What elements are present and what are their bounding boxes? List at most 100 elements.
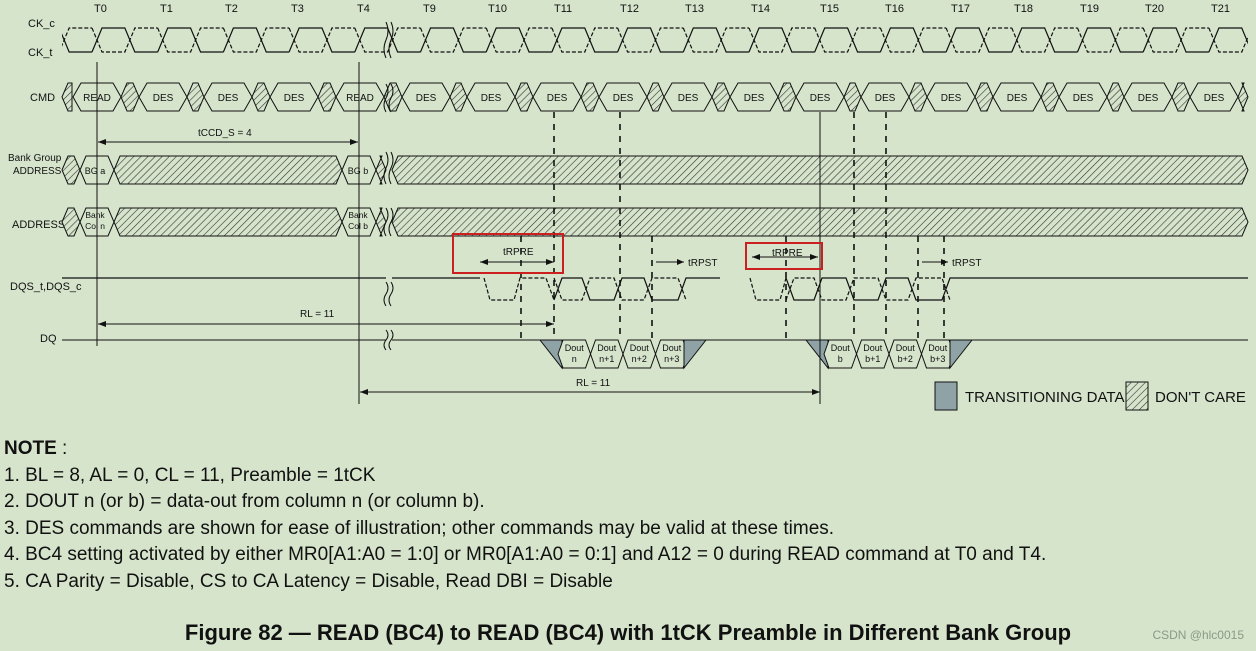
dq-second-cell-0-line-0: Dout	[831, 343, 851, 353]
break-mark-2	[383, 151, 389, 185]
tccd-label: tCCD_S = 4	[198, 128, 252, 139]
cmd-dontcare-1	[186, 82, 205, 112]
cmd-dontcare-2	[251, 82, 271, 112]
trpre-second-annotation: tRPRE	[745, 242, 823, 270]
trpre-first-annotation: tRPRE	[452, 233, 564, 274]
tick-label-t0: T0	[94, 3, 107, 15]
bg-seg-4	[375, 155, 387, 185]
break-mark-0	[383, 21, 389, 59]
break-mark-5	[383, 329, 389, 351]
tick-label-t2: T2	[225, 3, 238, 15]
legend-dontcare-swatch	[1125, 381, 1149, 411]
rl-top-annotation: RL = 11	[98, 309, 554, 327]
cmd-label-7: DES	[547, 93, 568, 104]
address-first-line-0: Bank	[85, 210, 105, 220]
cmd-dontcare-7	[580, 82, 600, 112]
dq-second-cell-3-line-1: b+3	[930, 354, 945, 364]
cmd-dontcare-12	[908, 82, 928, 112]
cmd-label: CMD	[30, 92, 55, 104]
dq-first-cell-0-line-1: n	[572, 354, 577, 364]
legend-transitioning-label: TRANSITIONING DATA	[965, 389, 1124, 406]
trpst-label: tRPST	[688, 258, 717, 269]
notes-heading: NOTE	[4, 438, 57, 459]
tick-label-t12: T12	[620, 3, 639, 15]
break-mark-1	[383, 83, 389, 113]
cmd-dontcare-17	[1237, 82, 1249, 112]
dq-first-trail	[683, 339, 708, 370]
dq-first-cell-0-line-0: Dout	[565, 343, 585, 353]
bank-group-address-label: ADDRESS	[13, 166, 62, 177]
break-mark-b-4	[388, 281, 394, 307]
note-item-5: 5. CA Parity = Disable, CS to CA Latency…	[4, 570, 613, 592]
notes-heading-suffix: :	[56, 438, 68, 459]
tick-label-t10: T10	[488, 3, 507, 15]
dq-first-cell-3-line-0: Dout	[662, 343, 682, 353]
legend-transition-swatch	[934, 381, 958, 411]
figure-caption: Figure 82 — READ (BC4) to READ (BC4) wit…	[184, 620, 1072, 645]
ck-t-label: CK_t	[28, 47, 52, 59]
break-mark-b-0	[388, 21, 394, 59]
tick-label-t4: T4	[357, 3, 370, 15]
note-item-1: 1. BL = 8, AL = 0, CL = 11, Preamble = 1…	[4, 464, 376, 486]
note-item-2: 2. DOUT n (or b) = data-out from column …	[4, 491, 485, 512]
tick-label-t1: T1	[160, 3, 173, 15]
break-mark-b-1	[388, 83, 394, 113]
tick-label-t14: T14	[751, 3, 770, 15]
dq-first-cell-2-line-1: n+2	[632, 354, 647, 364]
notes-section: NOTE : 1. BL = 8, AL = 0, CL = 11, Pream…	[4, 436, 1244, 595]
trpst-first-annotation: tRPST	[656, 258, 717, 269]
cmd-label-16: DES	[1138, 93, 1159, 104]
cmd-dontcare-10	[777, 82, 797, 112]
cmd-dontcare-0	[120, 82, 140, 112]
ck-c-waveform	[62, 27, 1248, 53]
dq-first-cell-2-line-0: Dout	[630, 343, 650, 353]
tick-label-t16: T16	[885, 3, 904, 15]
bg-seg-2	[113, 155, 343, 185]
tick-label-t11: T11	[554, 3, 572, 15]
dq-first-cell-1-line-0: Dout	[597, 343, 617, 353]
clock-waveforms	[62, 27, 1248, 53]
address-second-line-1: Col b	[348, 221, 368, 231]
dq-second-cell-2-line-1: b+2	[898, 354, 913, 364]
watermark: CSDN @hlc0015	[1152, 628, 1244, 642]
tick-label-t21: T21	[1211, 3, 1230, 15]
trpre-highlight-box-2	[745, 242, 823, 270]
cmd-dontcare-3	[317, 82, 337, 112]
note-item-3: 3. DES commands are shown for ease of il…	[4, 517, 835, 539]
cmd-dontcare-8	[646, 82, 665, 112]
address-second-line-0: Bank	[348, 210, 368, 220]
cmd-dontcare-6	[514, 82, 534, 112]
cmd-label-3: DES	[284, 93, 305, 104]
break-mark-b-3	[388, 207, 394, 237]
cmd-dontcare-13	[974, 82, 994, 112]
cmd-label-5: DES	[416, 93, 437, 104]
trpst-second-annotation: tRPST	[922, 258, 981, 269]
legend: TRANSITIONING DATA DON'T CARE	[934, 381, 1246, 411]
dqs-dashed	[483, 277, 951, 301]
dq-first-cell-1-line-1: n+1	[599, 354, 614, 364]
cmd-dontcare-11	[843, 82, 862, 112]
bank-group-label: Bank Group	[8, 153, 62, 164]
trpst-label-2: tRPST	[952, 258, 981, 269]
break-mark-b-2	[388, 151, 394, 185]
cmd-dontcare-14	[1040, 82, 1060, 112]
ck-c-label: CK_c	[28, 18, 55, 30]
cmd-label-12: DES	[875, 93, 896, 104]
dq-second-cell-0-line-1: b	[838, 354, 843, 364]
dq-label: DQ	[40, 333, 57, 345]
legend-dontcare-label: DON'T CARE	[1155, 389, 1246, 406]
cmd-label-4: READ	[346, 93, 374, 104]
address-label: ADDRESS	[12, 219, 65, 231]
dq-second-cell-1-line-0: Dout	[863, 343, 883, 353]
dq-second-trail	[949, 339, 974, 370]
tick-label-t19: T19	[1080, 3, 1099, 15]
cmd-dontcare-15	[1106, 82, 1125, 112]
break-mark-b-5	[388, 329, 394, 351]
cmd-label-1: DES	[153, 93, 174, 104]
break-mark-3	[383, 207, 389, 237]
cmd-dontcare-start	[61, 82, 73, 112]
